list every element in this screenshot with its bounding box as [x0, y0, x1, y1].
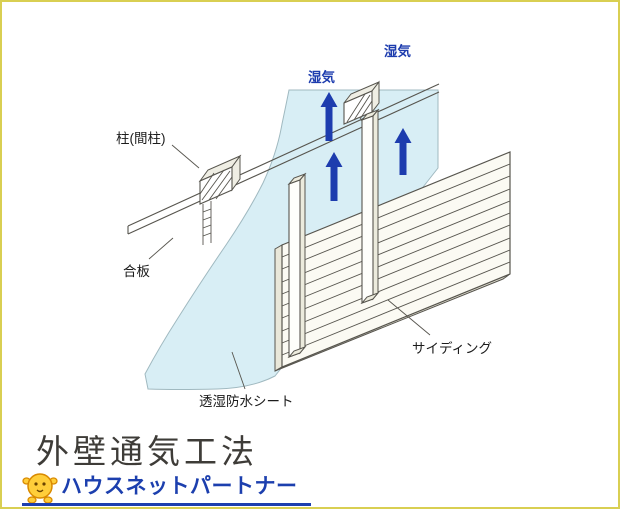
- airflow-arrow: [325, 152, 343, 201]
- leader-plywood: [148, 237, 174, 260]
- pillar-hatch: [199, 169, 233, 201]
- leader-siding: [387, 299, 431, 336]
- siding-board-lines: [281, 163, 511, 356]
- label-pillar: 柱(間柱): [116, 131, 166, 146]
- label-sheet: 透湿防水シート: [199, 394, 294, 409]
- label-siding: サイディング: [412, 340, 492, 356]
- upper-cube: [343, 80, 380, 125]
- label-plywood: 合板: [123, 264, 150, 279]
- leader-sheet: [231, 351, 246, 390]
- brand-mascot-icon: [22, 473, 58, 504]
- label-moisture-left: 湿気: [308, 69, 335, 85]
- brand-name: ハウスネットパートナー: [61, 475, 298, 498]
- airflow-arrow: [394, 128, 412, 175]
- stud-lines: [202, 201, 212, 245]
- top-rail: [127, 83, 440, 235]
- label-moisture-right: 湿気: [384, 43, 411, 59]
- method-title: 外壁通気工法: [36, 435, 258, 471]
- pillar-cube: [198, 154, 242, 205]
- wall-ventilation-diagram: 柱(間柱) 湿気 湿気 合板 透湿防水シート サイディング: [116, 43, 511, 409]
- furring-strip-right: [360, 108, 380, 305]
- airflow-arrow: [320, 92, 338, 141]
- leader-pillar: [171, 144, 200, 169]
- brand-logo: ハウスネットパートナー: [22, 466, 298, 504]
- brand-underline: [22, 503, 311, 506]
- siding-panel: [274, 151, 511, 372]
- furring-strip-left: [287, 172, 307, 359]
- upper-cube-hatch: [346, 93, 373, 123]
